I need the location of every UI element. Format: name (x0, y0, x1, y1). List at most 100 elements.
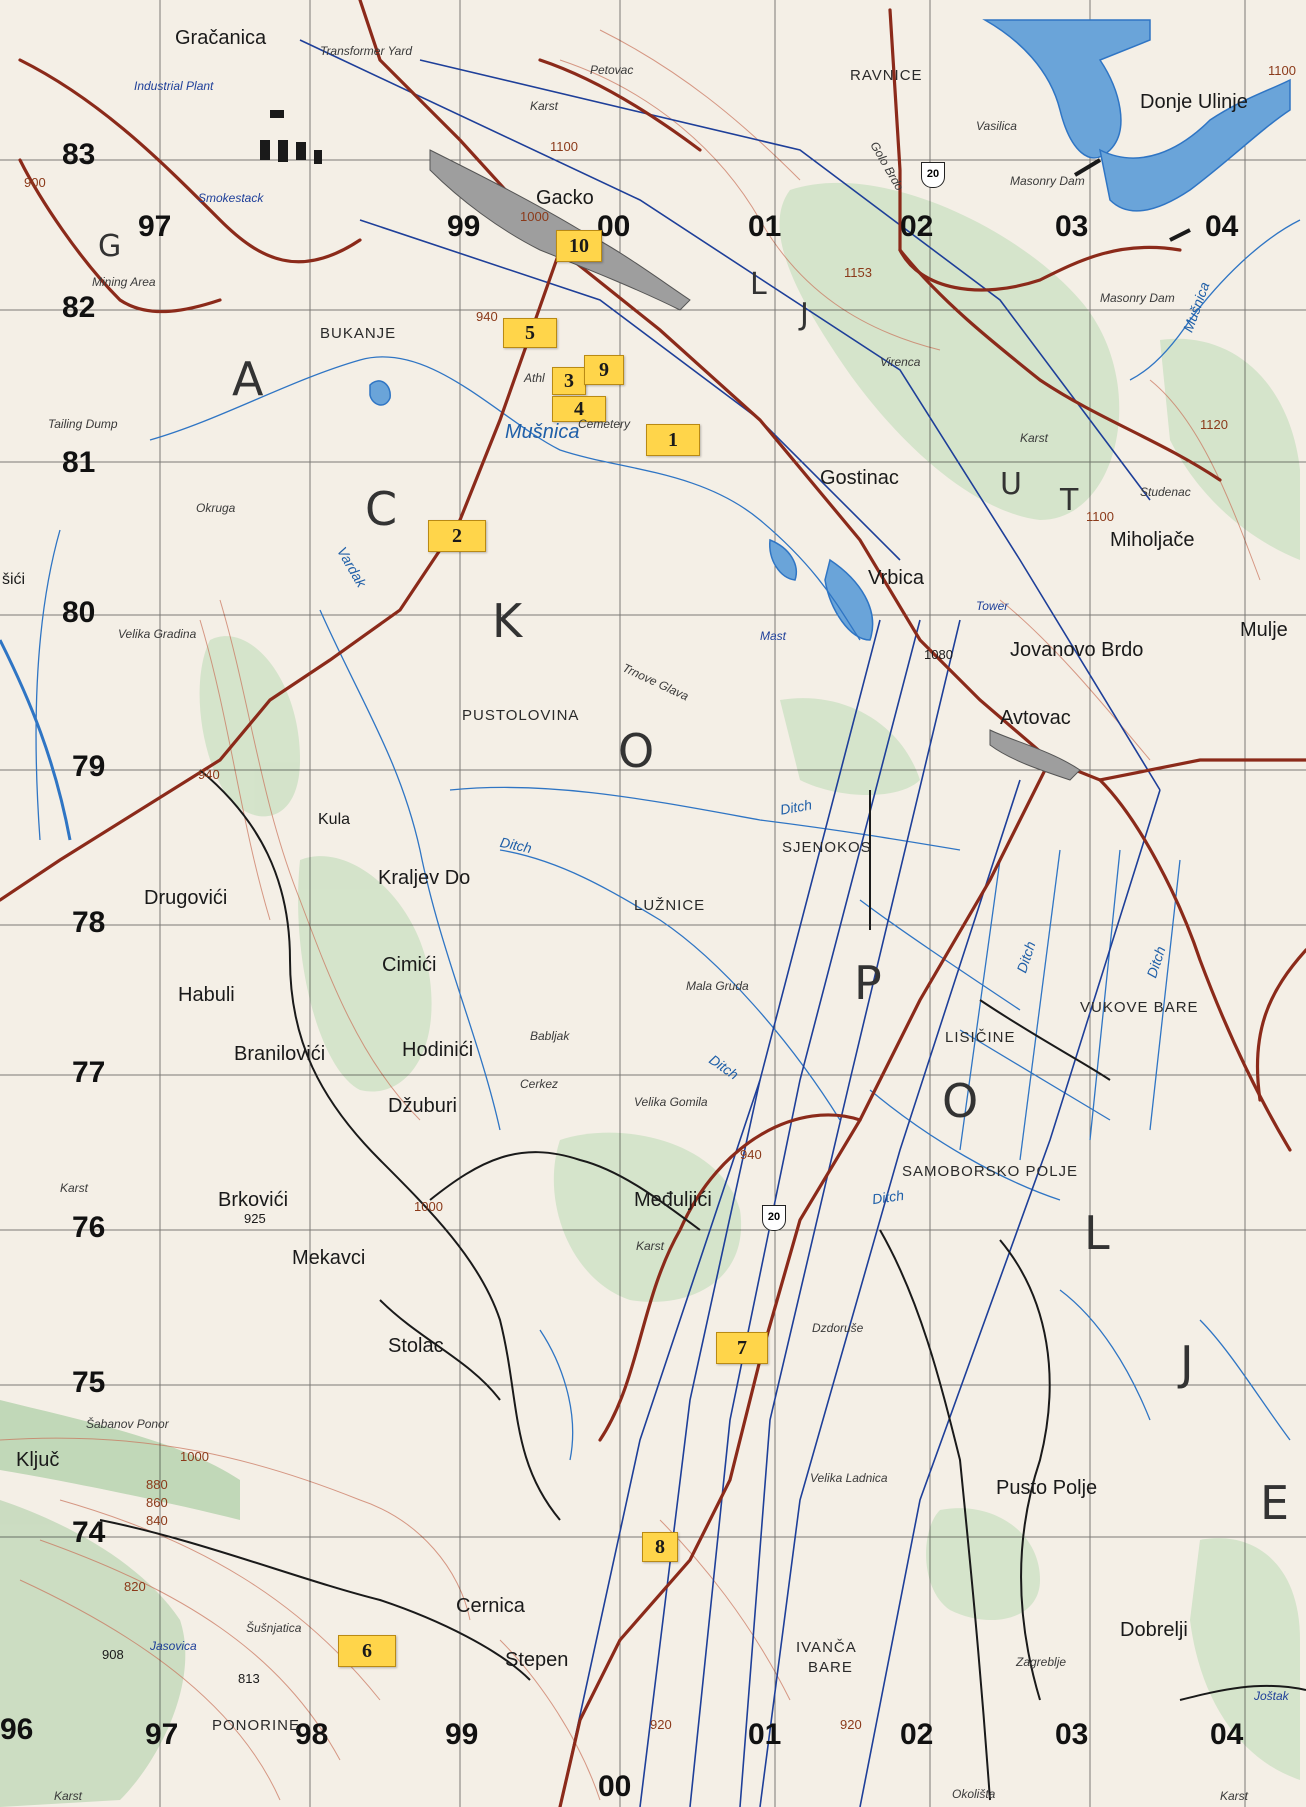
big-letter-a: A (232, 352, 264, 406)
grid-label-easting: 02 (900, 1718, 934, 1751)
lakes (369, 19, 1291, 641)
label-tower: Tower (976, 599, 1009, 613)
big-letter-k: K (492, 594, 523, 648)
grid-label-easting: 00 (598, 1770, 632, 1803)
marker-9[interactable]: 9 (584, 355, 624, 385)
label-athl: Athl (524, 371, 545, 385)
region-vukove-bare: VUKOVE BARE (1080, 999, 1199, 1016)
elevation-900: 900 (24, 175, 46, 190)
marker-5[interactable]: 5 (503, 318, 557, 348)
place-mulje: Mulje (1240, 619, 1288, 641)
vegetation-area (1160, 338, 1300, 560)
local-road (979, 999, 1111, 1081)
grid-label-northing: 83 (62, 138, 96, 171)
label-cemetery: Cemetery (578, 417, 631, 431)
stream (35, 529, 61, 841)
label-okruga: Okruga (196, 501, 236, 515)
power-line (359, 219, 901, 561)
vegetation-area (779, 182, 1120, 520)
elevation-1000: 1000 (180, 1449, 209, 1464)
stream (539, 1329, 574, 1461)
marker-10[interactable]: 10 (556, 230, 602, 262)
place-cimici: Cimići (382, 954, 437, 976)
big-letter-c: C (365, 482, 398, 536)
power-line (859, 789, 1161, 1807)
ditch (869, 1089, 1061, 1201)
label-velika-gomila: Velika Gomila (634, 1095, 708, 1109)
marker-3[interactable]: 3 (552, 367, 586, 395)
grid-label-easting: 04 (1210, 1718, 1244, 1751)
main-road-20 (358, 0, 1306, 782)
contour-line (559, 59, 941, 351)
road (1098, 778, 1292, 1152)
label-virenca: Virenca (880, 355, 921, 369)
big-letter-o: O (942, 1074, 979, 1128)
contour-line (219, 599, 421, 1121)
region-luznice: LUŽNICE (634, 897, 706, 914)
grid-label-easting: 03 (1055, 1718, 1089, 1751)
elevation-940: 940 (476, 309, 498, 324)
reservoir-lake (1098, 78, 1291, 212)
contour-line (599, 29, 801, 181)
local-road (1179, 1684, 1306, 1701)
elevation-1000: 1000 (414, 1199, 443, 1214)
contour-line (39, 1539, 341, 1761)
road (18, 58, 362, 264)
grid-label-easting: 97 (145, 1718, 179, 1751)
power-line (739, 619, 961, 1807)
big-letter-o: O (618, 724, 655, 778)
label-zagreblje: Zagreblje (1016, 1655, 1067, 1669)
marker-7[interactable]: 7 (716, 1332, 768, 1364)
grid-label-northing: 79 (72, 750, 106, 783)
elevation-840: 840 (146, 1513, 168, 1528)
place-dobrelji: Dobrelji (1120, 1619, 1188, 1641)
dams (1073, 158, 1191, 242)
label-vasilica: Vasilica (976, 119, 1017, 133)
road (538, 58, 702, 152)
grid-label-easting: 03 (1055, 210, 1089, 243)
road (898, 248, 1222, 482)
big-letter-u-ljut: U (1000, 467, 1022, 502)
place-hodinici: Hodinići (402, 1039, 474, 1061)
label-mining-area: Mining Area (92, 275, 156, 289)
stream (1059, 1289, 1151, 1421)
label-dzdoruse: Dzdoruše (812, 1321, 864, 1335)
marker-2[interactable]: 2 (428, 520, 486, 552)
local-road (429, 1151, 701, 1231)
masonry-dam (1169, 228, 1191, 242)
place-habuli: Habuli (178, 984, 235, 1006)
grid-label-northing: 80 (62, 596, 96, 629)
contour-line (19, 1579, 281, 1801)
musnica-river (149, 356, 861, 641)
musnica-river-north (1129, 219, 1301, 381)
elevation-1100: 1100 (1268, 63, 1296, 78)
elevation-940: 940 (740, 1147, 762, 1162)
gracanica-blocks (260, 110, 322, 164)
big-letter-l: L (1084, 1206, 1110, 1260)
local-roads (99, 769, 1306, 1801)
building (278, 140, 288, 162)
vegetation-area (926, 1508, 1040, 1620)
grid-label-easting: 99 (445, 1718, 479, 1751)
region-ponorine: PONORINE (212, 1717, 301, 1734)
region-ivanca: IVANČA (796, 1639, 857, 1656)
marker-6[interactable]: 6 (338, 1635, 396, 1667)
label-studenac: Studenac (1140, 485, 1191, 499)
contour-line (659, 1519, 791, 1701)
marker-4[interactable]: 4 (552, 396, 606, 422)
place-gacko: Gacko (536, 187, 594, 209)
building (296, 142, 306, 160)
water-musnica: Mušnica (505, 421, 580, 443)
marker-1[interactable]: 1 (646, 424, 700, 456)
waterways (0, 219, 1301, 1461)
elevation-908: 908 (102, 1647, 124, 1662)
grid-label-northing: 78 (72, 906, 106, 939)
power-line (689, 619, 921, 1807)
grid-label-easting: 97 (138, 210, 172, 243)
grid-label-easting: 02 (900, 210, 934, 243)
small-pond (369, 380, 391, 406)
marker-8[interactable]: 8 (642, 1532, 678, 1562)
label-sabanov-ponor: Šabanov Ponor (86, 1417, 169, 1431)
building (270, 110, 284, 118)
